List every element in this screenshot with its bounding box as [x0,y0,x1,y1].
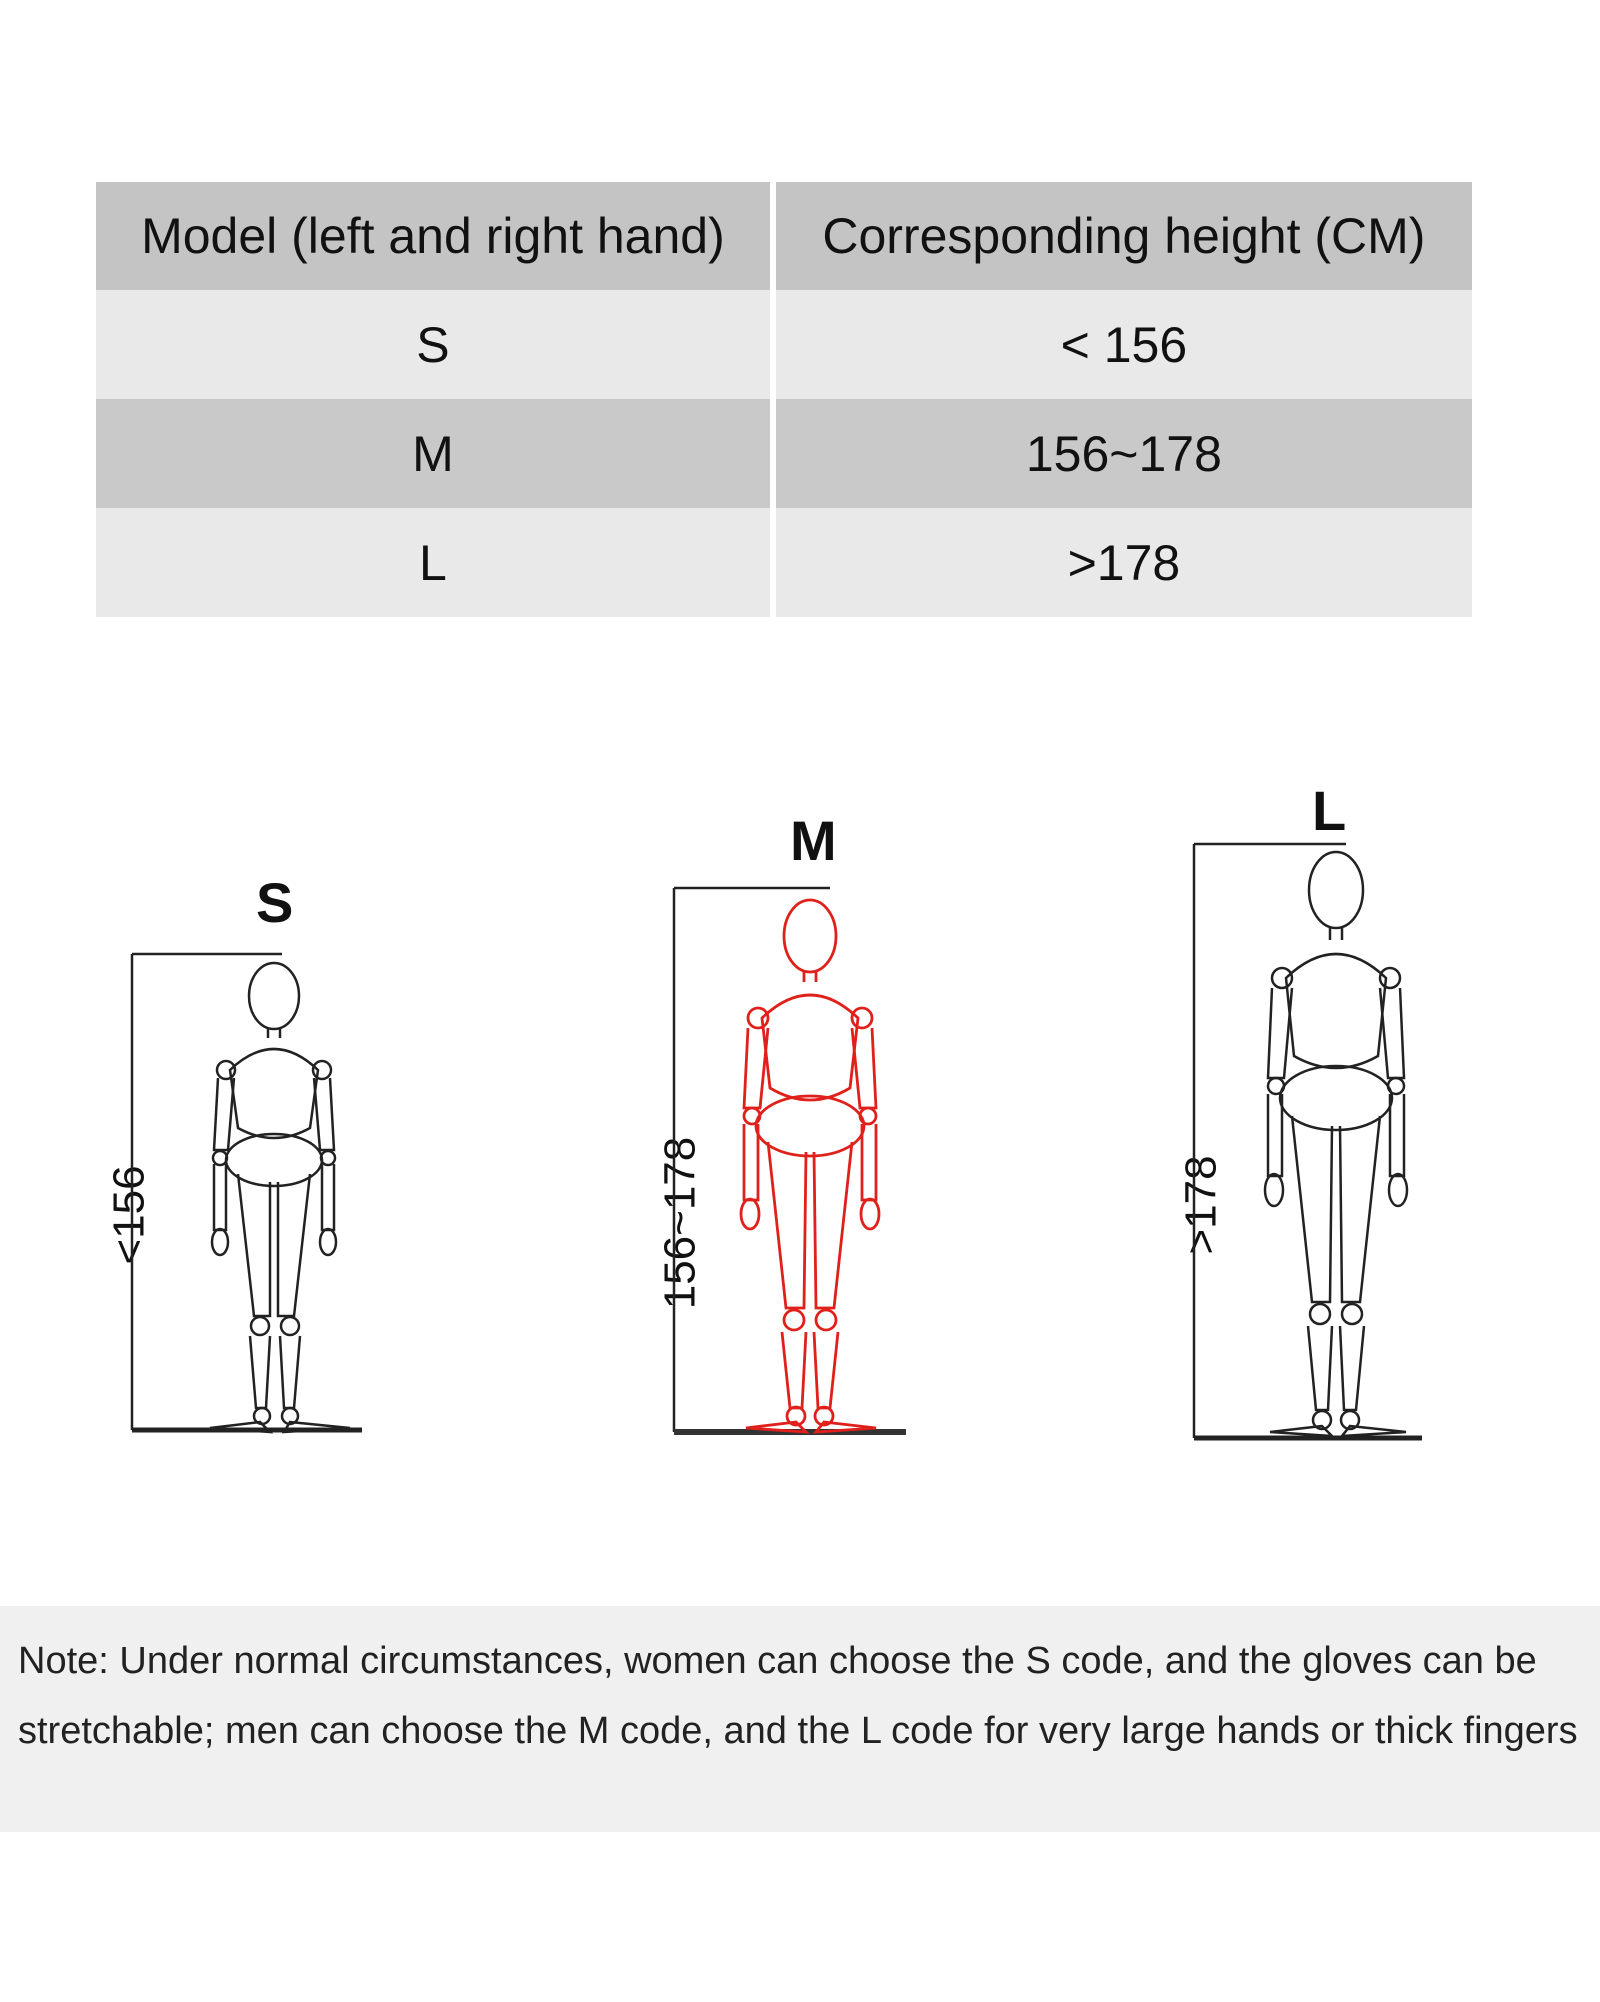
table-header-row: Model (left and right hand) Correspondin… [96,182,1472,290]
note-box: Note: Under normal circumstances, women … [0,1606,1600,1832]
cell-height: < 156 [775,290,1472,399]
mannequin-s-icon [130,952,362,1434]
header-model: Model (left and right hand) [96,182,770,290]
figure-small: S <156 [105,870,380,1470]
size-figures: S <156 [0,760,1600,1560]
note-text: Note: Under normal circumstances, women … [18,1640,1578,1752]
table-row: S < 156 [96,290,1472,399]
size-letter-l: L [1312,779,1347,842]
cell-model: S [96,290,770,399]
cell-height: >178 [775,508,1472,617]
cell-model: M [96,399,770,508]
figure-medium: M 156~178 [650,808,920,1488]
table-row: L >178 [96,508,1472,617]
size-letter-m: M [790,809,837,872]
header-height: Corresponding height (CM) [775,182,1472,290]
size-table: Model (left and right hand) Correspondin… [90,182,1478,617]
size-letter-s: S [256,871,294,934]
cell-model: L [96,508,770,617]
mannequin-m-icon [672,886,906,1435]
figure-large: L >178 [1170,778,1440,1498]
mannequin-l-icon [1192,842,1422,1441]
cell-height: 156~178 [775,399,1472,508]
table-row: M 156~178 [96,399,1472,508]
